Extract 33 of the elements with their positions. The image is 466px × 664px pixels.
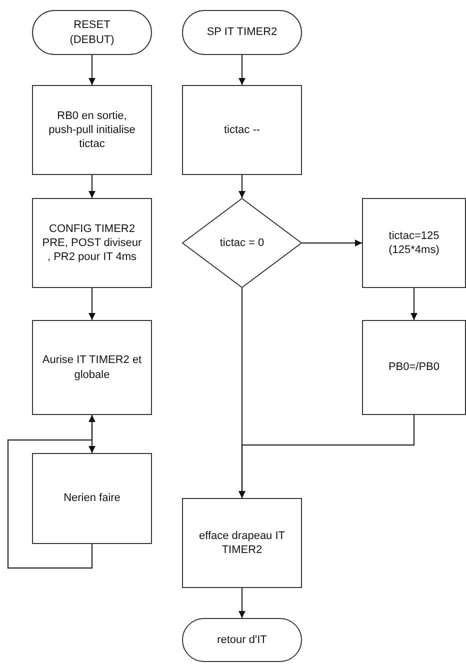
node-text: Aurise IT TIMER2 et globale <box>42 353 142 382</box>
arrow <box>88 288 96 320</box>
arrow <box>7 415 96 569</box>
process-box <box>362 198 466 288</box>
arrow <box>302 240 362 246</box>
node-text: CONFIG TIMER2 PRE, POST diviseur , PR2 pour IT 4ms <box>41 222 143 264</box>
arrow <box>238 588 246 618</box>
terminator-shape <box>182 10 302 55</box>
process-box <box>32 198 152 288</box>
node-text: Nerien faire <box>64 491 120 506</box>
process-box <box>32 85 152 175</box>
process-box <box>32 320 152 415</box>
node-text: tictac=125 (125*4ms) <box>388 228 440 258</box>
arrow <box>410 288 418 320</box>
arrow <box>88 175 96 198</box>
node-text: tictac -- <box>224 122 260 138</box>
process-box <box>182 85 302 175</box>
node-text: RESET (DEBUT) <box>68 18 116 47</box>
arrow <box>238 175 246 198</box>
arrow <box>238 55 246 85</box>
arrow <box>238 415 415 498</box>
node-text: RB0 en sortie, push-pull initialise tictac <box>48 108 136 152</box>
node-text: PB0=/PB0 <box>388 360 440 375</box>
terminator-shape <box>182 618 302 662</box>
arrow <box>88 55 96 85</box>
process-box <box>362 320 466 415</box>
node-text: efface drapeau IT TIMER2 <box>198 528 286 558</box>
node-text: tictac = 0 <box>220 236 264 250</box>
node-text: retour d'IT <box>217 632 267 648</box>
process-box <box>182 498 302 588</box>
process-box <box>32 453 152 544</box>
terminator-shape <box>32 10 152 55</box>
node-text: SP IT TIMER2 <box>206 25 278 40</box>
